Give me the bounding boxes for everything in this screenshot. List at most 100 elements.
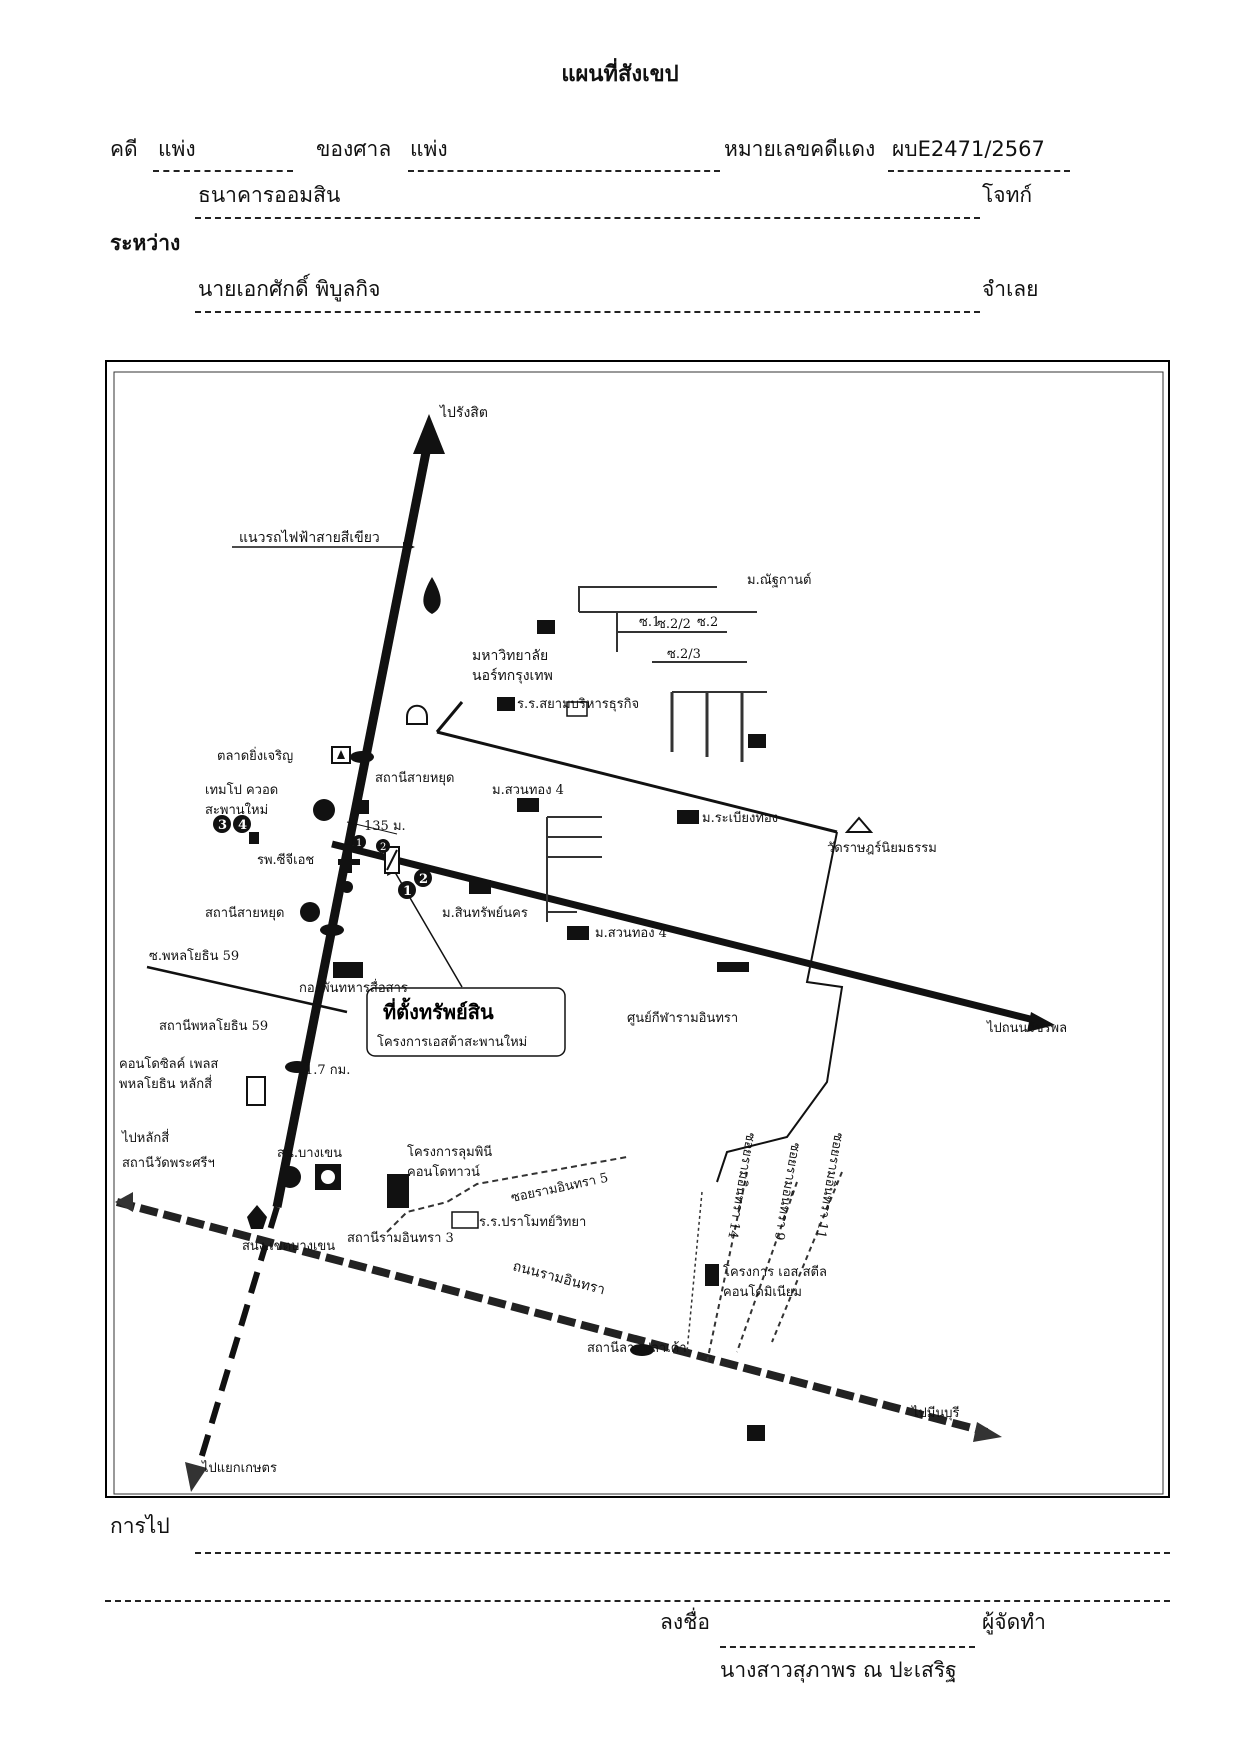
label-wat: วัดราษฎร์นิยมธรรม xyxy=(827,840,937,856)
maker-role: ผู้จัดทำ xyxy=(982,1610,1046,1634)
phahon-soi-59-road xyxy=(146,965,348,1014)
minburi-building-icon xyxy=(747,1425,765,1441)
label-natthakan: ม.ณัฐกานต์ xyxy=(747,572,811,588)
marker-2-icon xyxy=(414,869,432,887)
label-min-buri: ไปมีนบุรี xyxy=(911,1405,959,1421)
label-pramot-school: ร.ร.ปราโมทย์วิทยา xyxy=(479,1214,586,1230)
label-soi-2-2: ซ.2/2 xyxy=(657,617,691,632)
marker-1-icon xyxy=(398,881,416,899)
label-siam-school: ร.ร.สยามบริหารธุรกิจ xyxy=(517,697,639,712)
label-ramintra-3: สถานีรามอินทรา 3 xyxy=(347,1230,454,1246)
signature-line xyxy=(720,1646,975,1648)
defendant-line xyxy=(195,311,980,313)
drop-icon xyxy=(423,577,441,614)
label-hospital: รพ.ซีจีเอช xyxy=(257,852,314,868)
phahon-yothin-road xyxy=(272,436,434,1208)
garuda-icon xyxy=(247,1205,267,1229)
map-frame: 3 4 1 2 1 2 ไปรังสิต แนวรถไฟฟ้าสายสีเขีย… xyxy=(105,360,1170,1498)
south-arrow-icon xyxy=(185,1462,207,1492)
label-dist-17: 1.7 กม. xyxy=(305,1063,350,1078)
label-lat-pla-khao: สถานีลาดปลาเค้า xyxy=(587,1340,687,1356)
maker-name: นางสาวสุภาพร ณ ปะเสริฐ xyxy=(720,1658,957,1682)
marker-3-icon xyxy=(213,815,231,833)
map-inner-border xyxy=(113,371,1164,1495)
green-line-arrow-icon xyxy=(403,542,415,552)
signal-corps-icon xyxy=(333,962,363,978)
plaintiff-line xyxy=(195,217,980,219)
marker-2-road-icon xyxy=(376,839,390,853)
label-nbu-2: นอร์ทกรุงเทพ xyxy=(472,667,553,684)
label-sai-yut: สถานีสายหยุด xyxy=(375,770,454,786)
ramintra-soi-5 xyxy=(386,1156,628,1233)
case-type-line xyxy=(153,170,293,172)
label-rabiang-thong: ม.ระเบียงทอง xyxy=(702,810,778,826)
label-north-dest: ไปรังสิต xyxy=(439,404,488,421)
label-signal-corps: กองพันทหารสื่อสาร xyxy=(299,979,408,996)
house-suan-thong-a-icon xyxy=(517,798,539,812)
road-to-watcharaphon xyxy=(331,840,1043,1026)
label-lak-si: ไปหลักสี่ xyxy=(121,1129,169,1146)
school-icon xyxy=(566,701,588,717)
defendant-role: จำเลย xyxy=(982,277,1039,301)
label-property-sub: โครงการเอสต้าสะพานใหม่ xyxy=(377,1034,527,1050)
train-station-icon-2 xyxy=(320,924,344,936)
label-ramintra-11: ซอยรามอินทรา 11 xyxy=(812,1131,845,1239)
label-watcharaphon: ไปถนนวัชรพล xyxy=(986,1020,1067,1036)
plaintiff-role: โจทก์ xyxy=(982,183,1033,207)
label-ramintra-road: ถนนรามอินทรา xyxy=(511,1258,607,1298)
label-condo-1: คอนโดซิลค์ เพลส xyxy=(119,1056,218,1072)
pramot-school-icon xyxy=(451,1211,479,1229)
sport-center-icon xyxy=(717,962,749,972)
label-ramintra-14: ซอยรามอินทรา 14 xyxy=(724,1131,757,1239)
house-suan-thong-b-icon xyxy=(567,926,589,940)
bang-khen-icon-inner xyxy=(321,1170,335,1184)
defendant-name: นายเอกศักดิ์ พิบูลกิจ xyxy=(198,277,381,301)
label-phahon-soi: ซ.พหลโยธิน 59 xyxy=(149,948,239,964)
train-station-icon-1 xyxy=(350,751,374,763)
plaintiff-name: ธนาคารออมสิน xyxy=(198,183,341,207)
tempo-quad-icon xyxy=(313,799,335,821)
sign-label: ลงชื่อ xyxy=(660,1610,710,1634)
label-condo-2: พหลโยธิน หลักสี่ xyxy=(119,1075,212,1092)
case-type: แพ่ง xyxy=(158,137,196,161)
lumpini-icon xyxy=(387,1174,409,1208)
court-label: ของศาล xyxy=(316,137,392,161)
police-station-icon xyxy=(279,1166,301,1188)
red-case-number: ผบE2471/2567 xyxy=(892,137,1045,161)
label-lumpini-1: โครงการลุมพินี xyxy=(407,1144,492,1160)
between-label: ระหว่าง xyxy=(110,231,181,255)
label-lumpini-2: คอนโดทาวน์ xyxy=(407,1164,480,1180)
label-sinsap: ม.สินทรัพย์นคร xyxy=(442,905,528,921)
directions-label: การไป xyxy=(110,1514,170,1538)
hospital-ambulance-icon xyxy=(341,881,353,893)
house-sinsap-icon xyxy=(469,880,491,894)
road-to-kaset xyxy=(194,1206,280,1473)
s-steel-road xyxy=(686,1191,703,1353)
label-nbu-1: มหาวิทยาลัย xyxy=(472,648,548,664)
label-s-steel-2: คอนโดมิเนียม xyxy=(723,1284,802,1300)
house-rabiang-thong-icon xyxy=(677,810,699,824)
ramintra-road xyxy=(115,1198,989,1436)
north-arrow-icon xyxy=(413,414,445,454)
boundary-road xyxy=(716,831,844,1183)
ramintra-11-road xyxy=(771,1171,843,1343)
label-district-office: สนง.เขตบางเขน xyxy=(242,1239,335,1254)
sai-yut-2-icon xyxy=(300,902,320,922)
natthakan-lane-top xyxy=(578,586,717,612)
label-soi-1: ซ.1 xyxy=(639,615,660,630)
label-ramintra-9: ซอยรามอินทรา 9 xyxy=(771,1141,803,1241)
label-kaset: ไปแยกเกษตร xyxy=(201,1460,277,1476)
court-type-line xyxy=(408,170,720,172)
property-marker-hatch xyxy=(386,849,398,871)
label-soi-2: ซ.2 xyxy=(697,615,718,630)
marker-1-label: 1 xyxy=(403,884,412,899)
label-dist-135: 135 ม. xyxy=(364,819,406,834)
market-icon xyxy=(331,746,351,764)
market-icon-inner xyxy=(337,750,345,759)
label-sport-center: ศูนย์กีฬารามอินทรา xyxy=(627,1010,738,1026)
marker-4-label: 4 xyxy=(238,818,247,833)
tempo-building-icon xyxy=(353,800,369,814)
label-green-line: แนวรถไฟฟ้าสายสีเขียว xyxy=(239,529,380,546)
marker-1-road-label: 1 xyxy=(356,838,362,849)
label-suan-thong-a: ม.สวนทอง 4 xyxy=(492,783,564,798)
